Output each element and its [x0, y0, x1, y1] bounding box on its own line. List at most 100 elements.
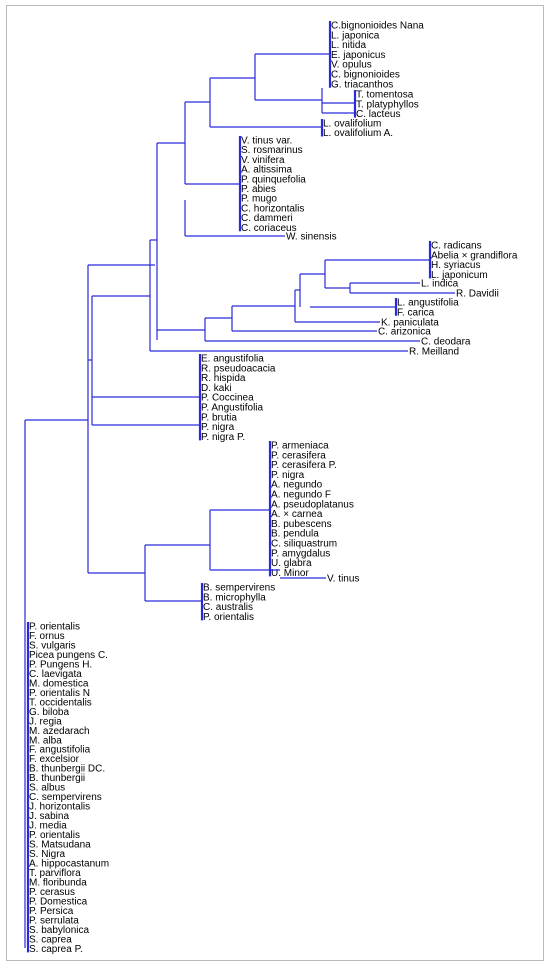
leaf-label: J. regia [29, 716, 62, 727]
leaf-label: T. occidentalis [29, 697, 92, 708]
leaf-label: P. abies [241, 184, 276, 195]
leaf-label: C. deodara [421, 337, 471, 348]
leaf-label: B. thunbergii DC. [29, 764, 105, 775]
leaf-label: C. radicans [431, 241, 482, 252]
leaf-label: P. Coccinea [201, 393, 254, 404]
leaf-label: C. australis [203, 602, 253, 613]
leaf-label: L. ovalifolium A. [323, 128, 393, 139]
leaf-label: K. paniculata [381, 318, 439, 329]
leaf-label: M. azedarach [29, 726, 90, 737]
leaf-label: P. armeniaca [271, 441, 329, 452]
leaf-label: P. brutia [201, 412, 237, 423]
leaf-label: P. Angustifolia [201, 403, 264, 414]
leaf-label: P. Pungens H. [29, 659, 92, 670]
leaf-label: F. carica [397, 307, 435, 318]
leaf-label: F. excelsior [29, 754, 80, 765]
leaf-label: M. floribunda [29, 877, 87, 888]
leaf-label: P. Domestica [29, 896, 88, 907]
leaf-label: U. glabra [271, 558, 312, 569]
leaf-label: E. japonicus [331, 50, 385, 61]
leaf-label: P. mugo [241, 194, 277, 205]
leaf-label: C. dammeri [241, 213, 293, 224]
leaf-label: A. pseudoplatanus [271, 499, 354, 510]
leaf-label: L. japonicum [431, 270, 488, 281]
leaf-label: L. angustifolia [397, 298, 459, 309]
leaf-label: P. Persica [29, 906, 74, 917]
leaf-label: B. pendula [271, 529, 319, 540]
leaf-label: V. opulus [331, 60, 372, 71]
leaf-label: Abelia × grandiflora [431, 250, 518, 261]
leaf-label: R. Meilland [409, 347, 459, 358]
leaf-label: A. hippocastanum [29, 859, 109, 870]
leaf-label: U. Minor [271, 568, 309, 579]
leaf-label: B. thunbergii [29, 773, 85, 784]
leaf-label: C. bignonioides [331, 70, 400, 81]
leaf-label: G. triacanthos [331, 79, 393, 90]
leaf-label: C. siliquastrum [271, 539, 337, 550]
leaf-label: P. nigra [271, 470, 305, 481]
leaf-label: M. alba [29, 735, 62, 746]
leaf-label: S. rosmarinus [241, 145, 303, 156]
leaf-label: S. vulgaris [29, 640, 76, 651]
leaf-label: S. Nigra [29, 849, 66, 860]
leaf-label: C. sempervirens [29, 792, 102, 803]
leaf-label: S. caprea P. [29, 944, 83, 955]
leaf-label: V. tinus var. [241, 136, 292, 147]
leaf-label: J. media [29, 821, 67, 832]
leaf-label: S. albus [29, 783, 65, 794]
leaf-label: R. Davidii [456, 289, 499, 300]
leaf-label: C. lacteus [356, 109, 400, 120]
leaf-label: C. laevigata [29, 669, 82, 680]
leaf-label: A. negundo F [271, 490, 331, 501]
leaf-label: V. vinifera [241, 155, 285, 166]
leaf-label: A. altissima [241, 165, 293, 176]
leaf-label: S. Matsudana [29, 840, 91, 851]
leaf-label: B. microphylla [203, 592, 266, 603]
leaf-label: W. sinensis [286, 232, 337, 243]
leaf-label: L. japonica [331, 30, 380, 41]
leaf-label: P. orientalis N [29, 688, 90, 699]
leaf-label: B. pubescens [271, 519, 332, 530]
leaf-label: P. cerasus [29, 887, 75, 898]
leaf-label: P. cerasifera [271, 450, 326, 461]
leaf-label: L. ovalifolium [323, 119, 381, 130]
leaf-label: P. orientalis [29, 622, 80, 633]
leaf-label: D. kaki [201, 383, 232, 394]
leaf-label: P. cerasifera P. [271, 460, 337, 471]
dendrogram-frame [6, 5, 544, 961]
leaf-label: E. angustifolia [201, 354, 264, 365]
leaf-label: B. sempervirens [203, 583, 275, 594]
leaf-label: C. coriaceus [241, 223, 297, 234]
leaf-label: S. caprea [29, 934, 72, 945]
leaf-label: H. syriacus [431, 260, 480, 271]
leaf-label: P. orientalis [203, 612, 254, 623]
leaf-label: V. tinus [327, 574, 359, 585]
leaf-label: C. arizonica [378, 327, 431, 338]
leaf-label: T. parviflora [29, 868, 81, 879]
leaf-label: S. babylonica [29, 925, 89, 936]
leaf-label: F. ornus [29, 631, 65, 642]
leaf-label: P. amygdalus [271, 548, 330, 559]
leaf-label: P. orientalis [29, 830, 80, 841]
leaf-label: F. angustifolia [29, 745, 91, 756]
leaf-label: J. sabina [29, 811, 69, 822]
leaf-label: C. horizontalis [241, 203, 304, 214]
leaf-label: M. domestica [29, 678, 89, 689]
leaf-label: L. indica [421, 279, 459, 290]
leaf-label: T. platyphyllos [356, 99, 419, 110]
leaf-label: P. nigra [201, 422, 235, 433]
leaf-label: P. quinquefolia [241, 174, 306, 185]
leaf-label: A. × carnea [271, 509, 323, 520]
leaf-label: Picea pungens C. [29, 650, 108, 661]
leaf-label: L. nitida [331, 40, 366, 51]
leaf-label: T. tomentosa [356, 90, 414, 101]
leaf-label: J. horizontalis [29, 802, 90, 813]
leaf-label: G. biloba [29, 707, 69, 718]
leaf-label: P. nigra P. [201, 432, 245, 443]
leaf-label: A. negundo [271, 480, 323, 491]
leaf-label: P. serrulata [29, 915, 79, 926]
leaf-label: R. pseudoacacia [201, 363, 276, 374]
leaf-label: C.bignonioides Nana [331, 21, 424, 32]
leaf-label: R. hispida [201, 373, 246, 384]
